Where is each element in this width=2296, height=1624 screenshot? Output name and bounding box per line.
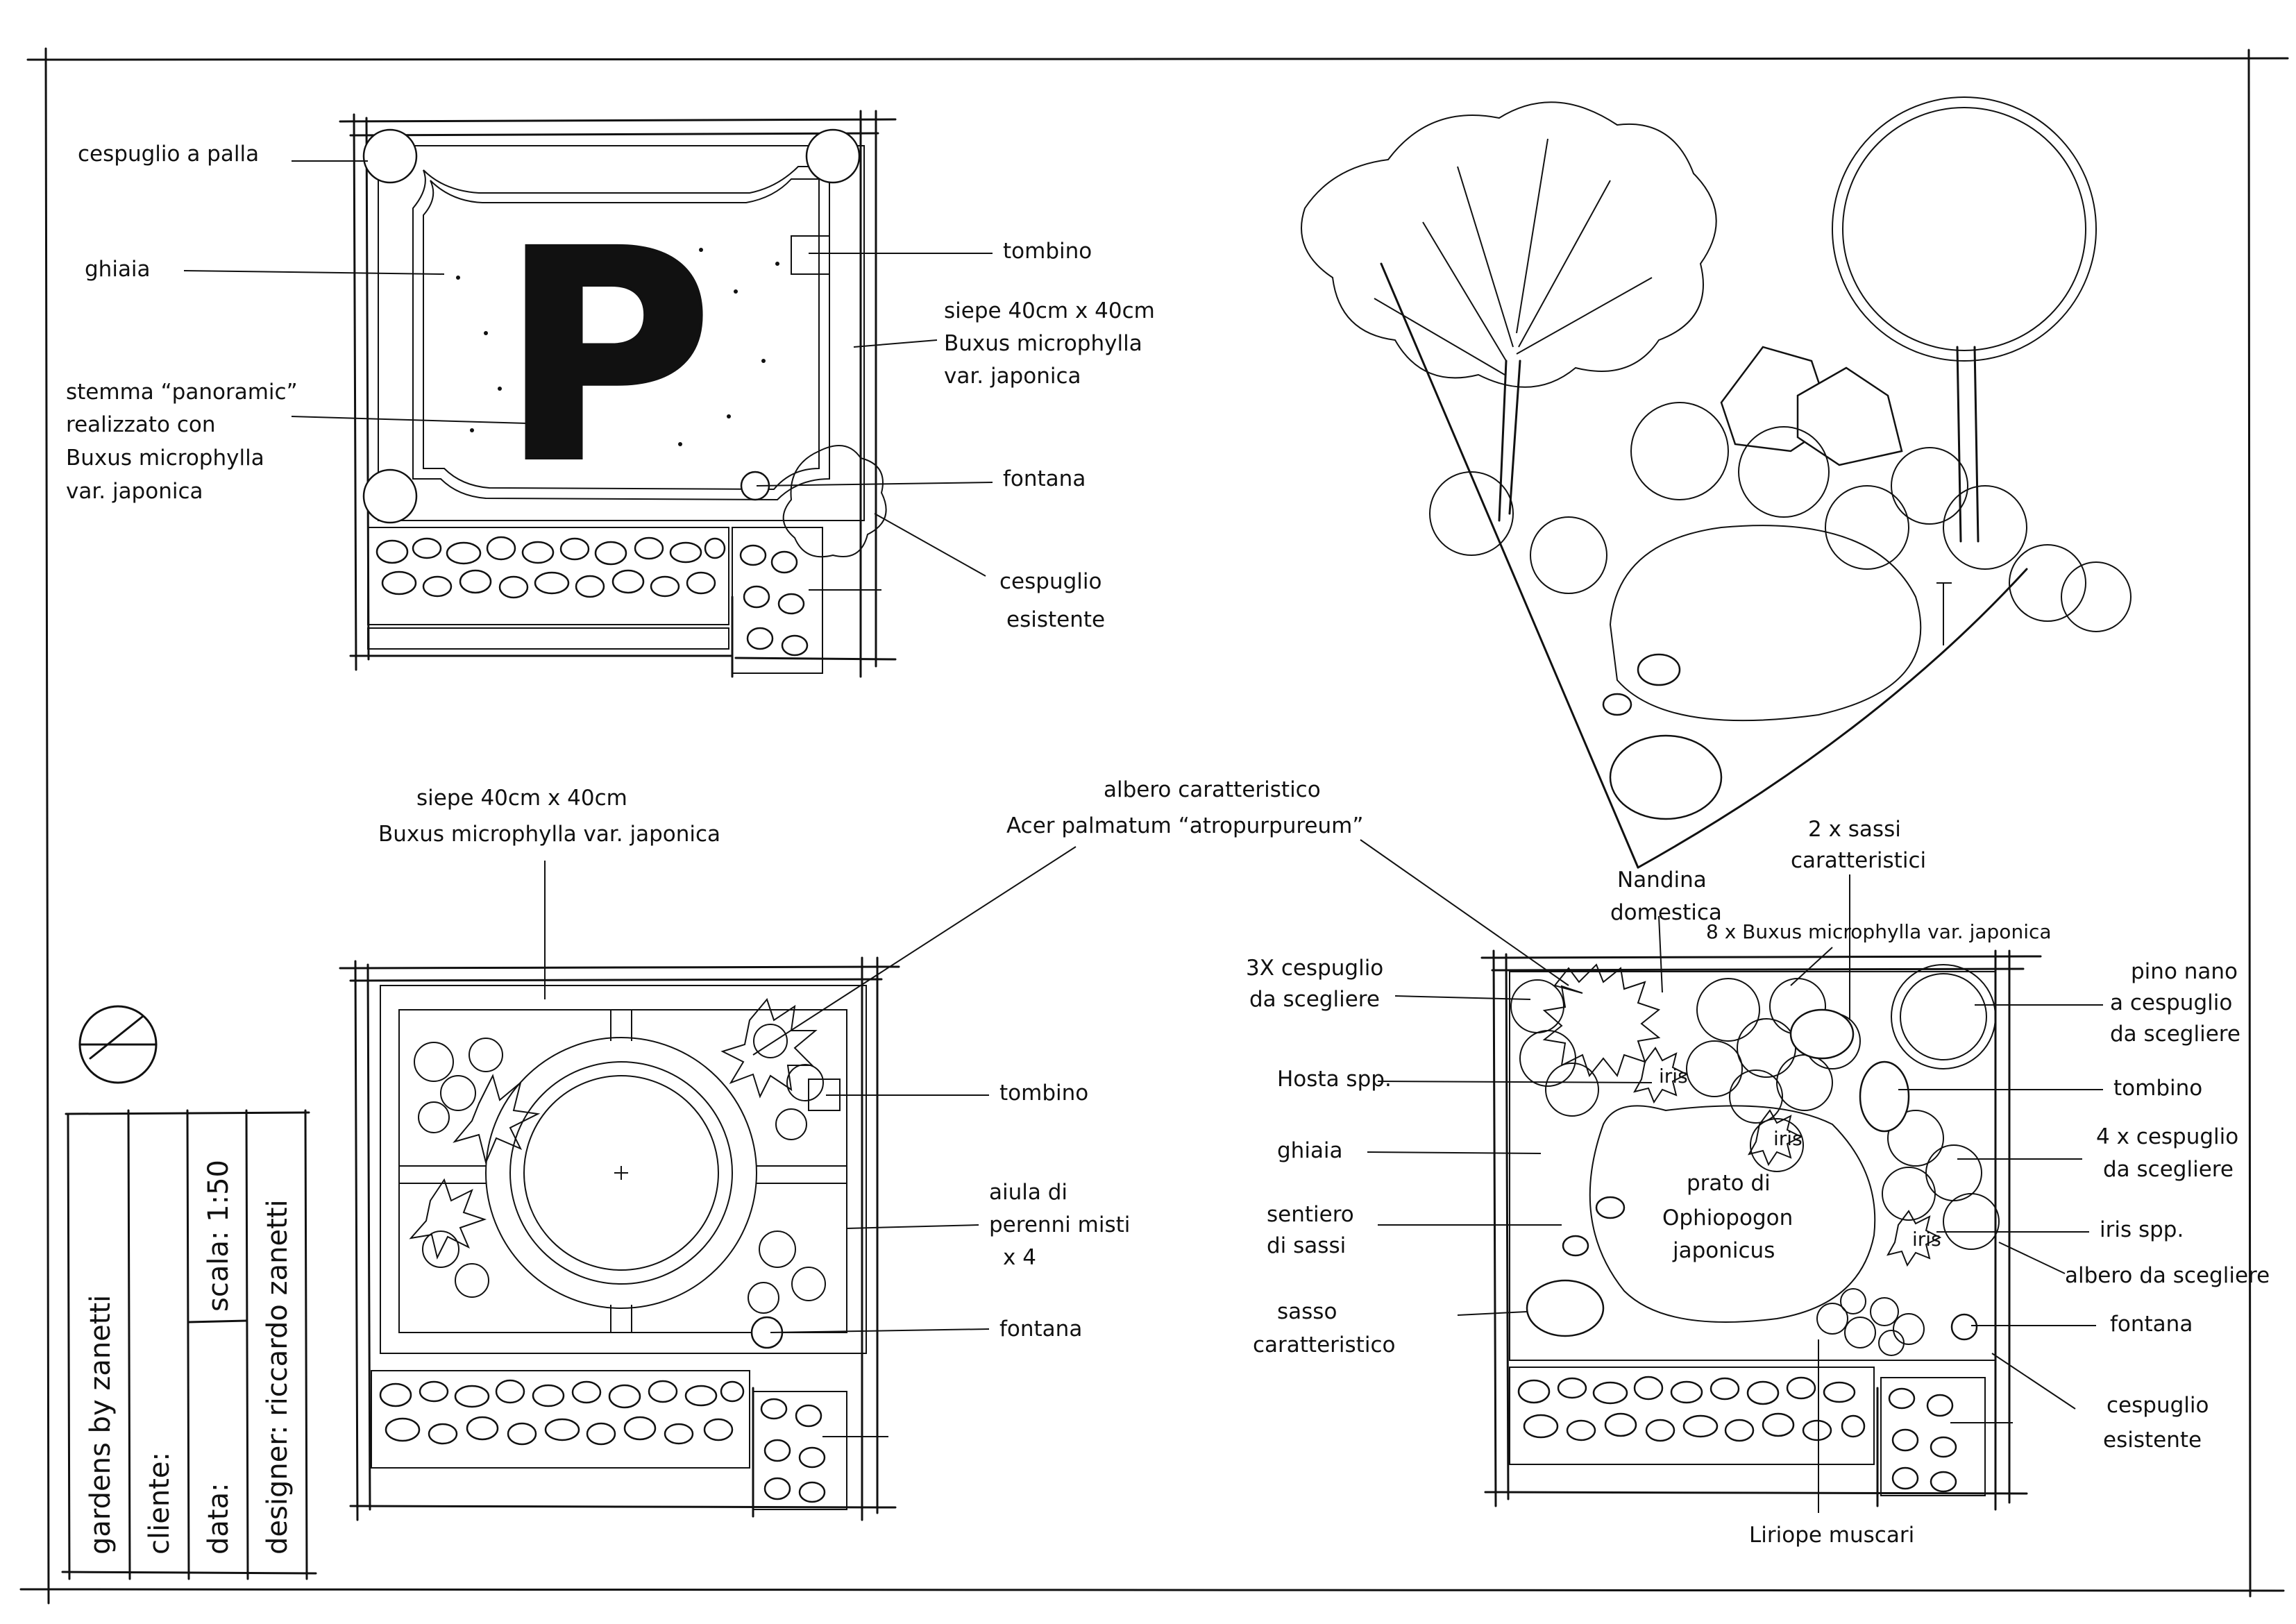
- label-cespuglio-es-1: cespuglio: [2107, 1393, 2209, 1418]
- label-cespuglio3-1: 3X cespuglio: [1246, 956, 1383, 981]
- acer-palmatum-icon: [720, 997, 818, 1099]
- label-cespuglio-esistente-1: cespuglio: [999, 569, 1101, 594]
- label-fontana: fontana: [999, 1317, 1082, 1342]
- label-stemma-1: stemma “panoramic”: [66, 380, 298, 405]
- label-pino-1: pino nano: [2131, 959, 2238, 984]
- stone-paving: [1509, 1367, 1986, 1496]
- ball-bush-icon: [362, 128, 861, 524]
- stone-paving: [371, 1370, 847, 1510]
- plan-2-frame: [339, 956, 900, 1521]
- deciduous-tree-icon: [1301, 101, 1717, 522]
- label-sasso-1: sasso: [1277, 1299, 1337, 1324]
- plan-1-monogram: P: [500, 188, 714, 527]
- label-liriope: Liriope muscari: [1749, 1523, 1914, 1548]
- shrub-icon: [1429, 402, 2132, 632]
- label-tombino: tombino: [2113, 1076, 2202, 1101]
- cliente-field: cliente:: [144, 1452, 176, 1555]
- label-stemma-3: Buxus microphylla: [66, 446, 264, 471]
- iris-tag-3: iris: [1912, 1228, 1941, 1251]
- label-albero-2: Acer palmatum “atropurpureum”: [1006, 813, 1363, 838]
- label-siepe-1: siepe 40cm x 40cm: [944, 298, 1155, 323]
- sheet-frame: [19, 47, 2289, 1605]
- label-fontana: fontana: [1003, 466, 1086, 491]
- scala-field: scala: 1:50: [203, 1160, 235, 1312]
- perennial-bed-icon: [409, 1024, 826, 1314]
- label-siepe-3: var. japonica: [944, 364, 1081, 389]
- label-cespuglio3-2: da scegliere: [1249, 987, 1380, 1012]
- shrub-icon: [1510, 979, 1599, 1117]
- perspective-sketch: [1301, 96, 2132, 869]
- liriope-icon: [1816, 1288, 1925, 1356]
- plan-1-leaders: [183, 160, 993, 591]
- label-sasso-2: caratteristico: [1253, 1333, 1395, 1357]
- title-block: gardens by zanetti cliente: scala: 1:50 …: [61, 1109, 317, 1580]
- label-nandina-2: domestica: [1610, 900, 1722, 925]
- plan-1-monogram-garden: P: [66, 110, 1155, 678]
- label-prato-1: prato di: [1687, 1171, 1771, 1196]
- iris-tag-1: iris: [1659, 1065, 1688, 1088]
- label-buxus: 8 x Buxus microphylla var. japonica: [1706, 920, 2052, 943]
- label-hosta: Hosta spp.: [1277, 1067, 1392, 1092]
- plan-3-leaders: [1360, 839, 2103, 1513]
- label-iris: iris spp.: [2100, 1217, 2184, 1242]
- label-pino-3: da scegliere: [2110, 1022, 2240, 1047]
- label-aiula-1: aiula di: [989, 1180, 1067, 1205]
- iris-tag-2: iris: [1773, 1127, 1803, 1150]
- label-tombino: tombino: [999, 1081, 1088, 1106]
- iris-icon: iris iris iris: [1633, 1047, 1942, 1267]
- existing-bush-icon: [782, 445, 887, 558]
- label-siepe-2: Buxus microphylla var. japonica: [378, 822, 720, 847]
- label-prato-2: Ophiopogon: [1662, 1206, 1793, 1230]
- label-sentiero-2: di sassi: [1267, 1233, 1346, 1258]
- rock-icon: [1602, 346, 1903, 820]
- label-aiula-2: perenni misti: [989, 1212, 1130, 1237]
- north-compass-icon: [78, 1005, 158, 1084]
- label-siepe-1: siepe 40cm x 40cm: [416, 786, 627, 811]
- data-field: data:: [203, 1482, 235, 1555]
- plan-2-circular-garden: siepe 40cm x 40cm Buxus microphylla var.…: [339, 777, 1363, 1521]
- shrub-icon: [1882, 1110, 2000, 1250]
- label-stemma-2: realizzato con: [66, 412, 216, 437]
- label-cespuglio-esistente-2: esistente: [1006, 607, 1105, 632]
- label-albero: albero da scegliere: [2065, 1263, 2270, 1288]
- label-prato-3: japonicus: [1672, 1238, 1775, 1263]
- label-ghiaia: ghiaia: [85, 257, 151, 282]
- plan-2-leaders: [544, 846, 1077, 1437]
- gravel-texture: [456, 248, 779, 446]
- round-canopy-tree-icon: [1832, 96, 2097, 543]
- label-sentiero-1: sentiero: [1267, 1202, 1354, 1227]
- lawn-area: [1609, 525, 1922, 722]
- rock-icon: [1526, 1008, 1910, 1337]
- label-cespuglio4-2: da scegliere: [2103, 1157, 2234, 1182]
- label-sassi-2: caratteristici: [1791, 848, 1926, 873]
- fountain-icon: [1950, 1313, 1978, 1341]
- dwarf-pine-icon: [1891, 964, 1996, 1069]
- fountain-icon: [1936, 582, 1952, 645]
- central-lawn-circle: [485, 1037, 757, 1309]
- company-name: gardens by zanetti: [85, 1295, 117, 1555]
- plan-3-mixed-garden: iris iris iris: [1246, 817, 2270, 1548]
- label-fontana: fontana: [2110, 1312, 2193, 1337]
- label-albero-1: albero caratteristico: [1104, 777, 1321, 802]
- label-tombino: tombino: [1003, 239, 1092, 264]
- label-aiula-3: x 4: [1003, 1245, 1036, 1270]
- label-sassi-1: 2 x sassi: [1808, 817, 1901, 842]
- label-ghiaia: ghiaia: [1277, 1138, 1343, 1163]
- label-cespuglio-es-2: esistente: [2103, 1428, 2202, 1453]
- label-nandina-1: Nandina: [1617, 868, 1707, 893]
- label-siepe-2: Buxus microphylla: [944, 331, 1142, 356]
- lawn-area: [1589, 1105, 1876, 1323]
- tombino-box: [791, 235, 830, 275]
- label-stemma-4: var. japonica: [66, 479, 203, 504]
- label-cespuglio-a-palla: cespuglio a palla: [78, 142, 259, 167]
- label-pino-2: a cespuglio: [2110, 990, 2232, 1015]
- stone-paving: [367, 527, 823, 674]
- designer-field: designer: riccardo zanetti: [262, 1199, 294, 1555]
- label-cespuglio4-1: 4 x cespuglio: [2096, 1124, 2238, 1149]
- nandina-icon: [1542, 963, 1661, 1078]
